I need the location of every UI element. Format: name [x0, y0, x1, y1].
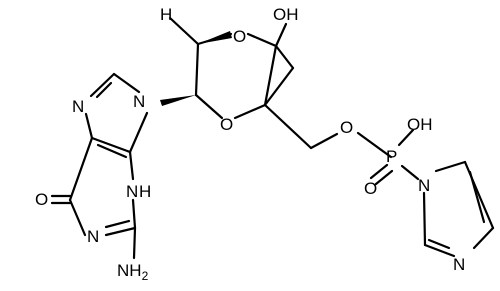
bond-c2-n1 [104, 226, 137, 237]
bond-c4-n3 [128, 150, 135, 181]
bond-h-c [168, 16, 200, 46]
bond-imid-n3-c4-inner [427, 238, 451, 250]
atom-n9: N [133, 92, 145, 111]
bond-c2-n1-inner [104, 219, 131, 229]
bond-c3-c4 [263, 44, 278, 107]
atom-oh-p: OH [407, 115, 433, 134]
bonds [50, 16, 495, 260]
bond-c6-c5 [68, 136, 94, 202]
bond-c5-c4 [263, 66, 295, 107]
bond-o-bridge-c3 [246, 32, 278, 48]
bond-n7-c5 [84, 112, 94, 140]
bond-c5-c4 [90, 136, 132, 154]
atom-nh2: NH2 [117, 261, 149, 283]
atom-o-bridge: O [233, 27, 246, 46]
bond-c2-c1 [194, 42, 200, 97]
bond-imid-c3-n3 [472, 226, 495, 250]
atom-nh2-main: NH [117, 261, 142, 280]
bond-imid-c4-n1 [422, 191, 427, 247]
bond-o-ring-c4 [233, 103, 267, 120]
bond-imid-n3-c4 [423, 243, 456, 258]
bond-c4-n9 [128, 111, 149, 154]
atom-n3: N [126, 182, 138, 201]
bond-p-oh [397, 128, 415, 147]
wedge-c2-o [198, 31, 232, 44]
atom-o-ester: O [340, 118, 353, 137]
bond-p-n-imid [400, 164, 420, 181]
bond-imid-c2-c3-inner [468, 170, 486, 224]
atom-h-top: H [160, 5, 172, 24]
bond-p-o-double-b [374, 169, 394, 186]
bond-n9-c8 [112, 72, 141, 94]
bond-c8-n7 [89, 72, 116, 98]
atom-o6: O [35, 190, 48, 209]
bond-imid-n1-c2 [434, 160, 467, 173]
atom-oh-top: OH [273, 5, 299, 24]
atom-o-ring: O [220, 115, 233, 134]
atom-nh2-subscript: 2 [142, 269, 149, 283]
bond-ch2-o-ester [309, 132, 339, 150]
bond-c4-ch2 [263, 103, 313, 150]
bond-c3-oh [274, 22, 288, 48]
atom-n-imid1: N [418, 176, 430, 195]
bond-c8-n7-inner [95, 81, 113, 99]
wedge-c1-n9 [160, 95, 196, 106]
atom-o-double: O [364, 179, 377, 198]
atom-n1: N [87, 227, 99, 246]
atom-p: P [386, 147, 397, 166]
bond-c5-c4-inner [96, 143, 128, 159]
atom-h-n3: H [139, 182, 151, 201]
atom-n-imid3: N [453, 255, 465, 274]
bond-c2-nh2 [132, 226, 137, 260]
bond-p-o-double-a [369, 163, 389, 180]
atom-labels: H O OH N N O O OH P O N N N H O N NH2 [35, 5, 465, 283]
bond-n1-c6 [68, 198, 87, 237]
atom-n7: N [72, 97, 84, 116]
bond-o-ester-p [356, 131, 393, 159]
bond-c3-c5 [274, 44, 295, 70]
bond-n3-c2 [131, 198, 137, 230]
bond-c1-o-ring [194, 93, 224, 120]
